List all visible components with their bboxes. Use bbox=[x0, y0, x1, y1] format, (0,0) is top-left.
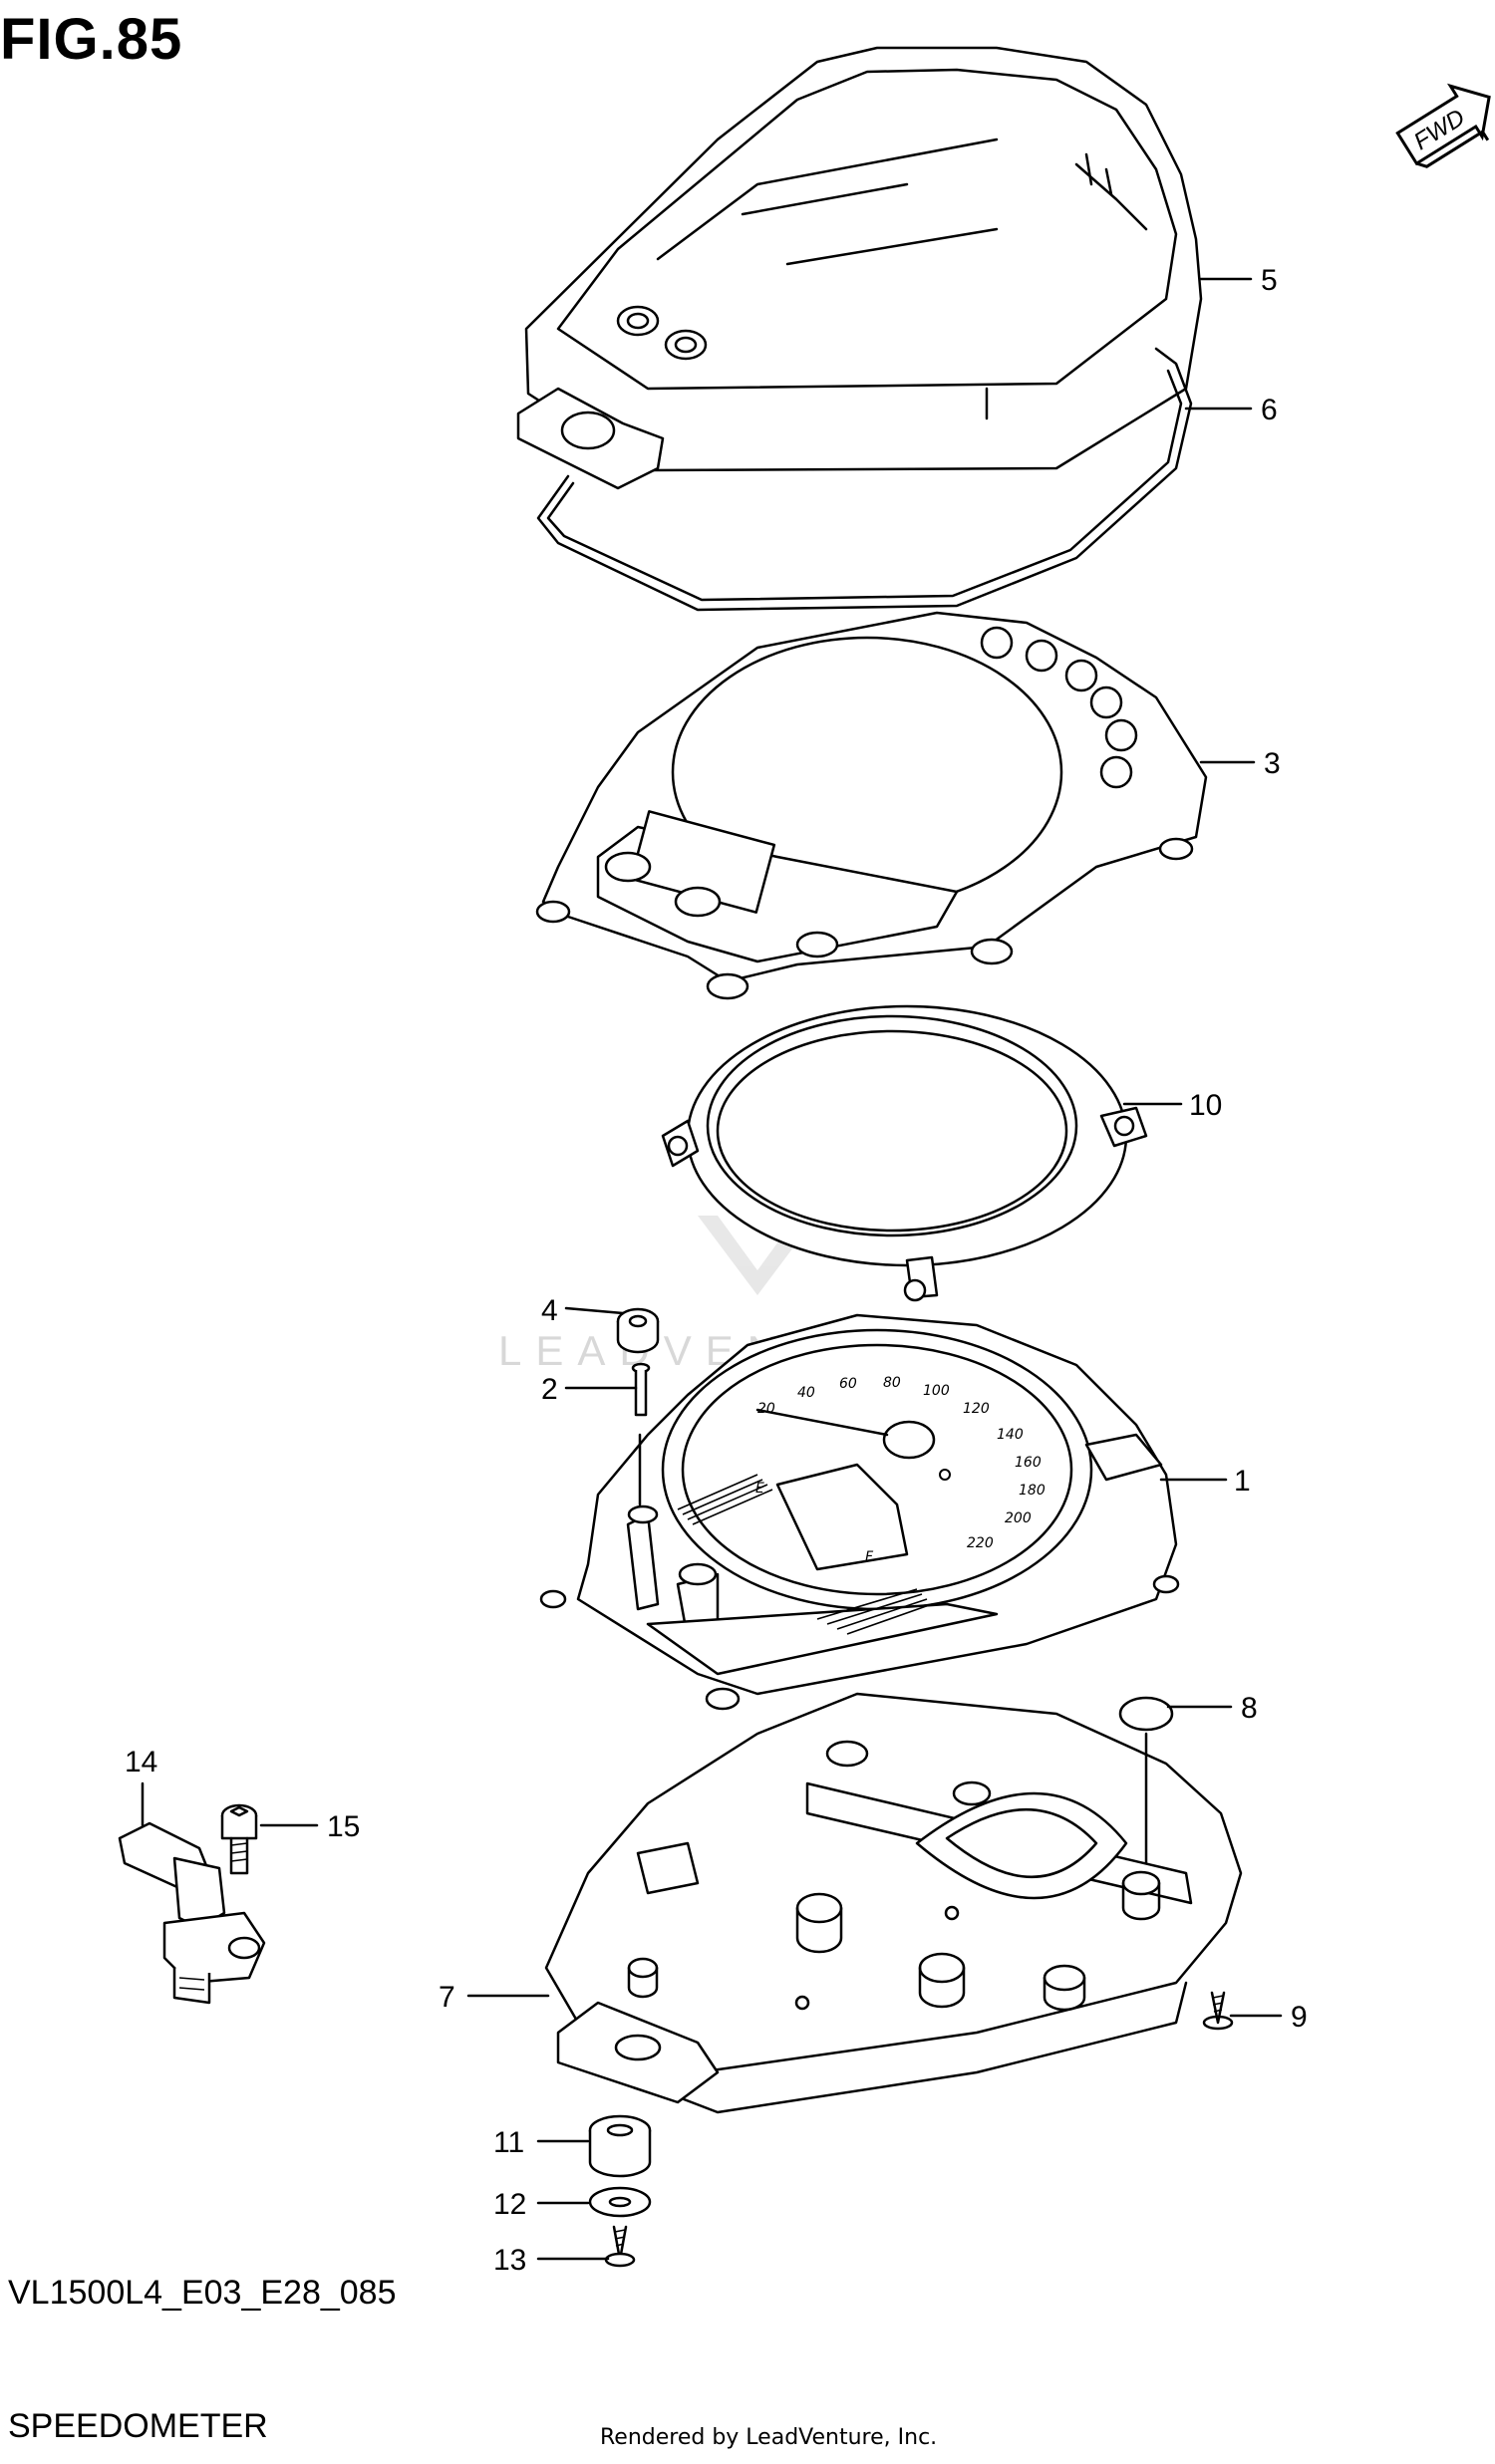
dial-number-180: 180 bbox=[1019, 1483, 1046, 1499]
part-12-washer bbox=[588, 2186, 652, 2218]
callout-13: 13 bbox=[493, 2244, 526, 2277]
fwd-arrow-icon: FWD bbox=[1395, 83, 1491, 168]
assembly-name: SPEEDOMETER bbox=[8, 2407, 268, 2445]
callout-4: 4 bbox=[541, 1294, 558, 1327]
callout-8: 8 bbox=[1241, 1692, 1258, 1725]
callout-1: 1 bbox=[1234, 1465, 1251, 1498]
callout-labels: 5 6 3 10 4 2 1 8 7 9 11 12 13 14 15 bbox=[125, 264, 1308, 2277]
callout-12: 12 bbox=[493, 2188, 526, 2221]
callout-11: 11 bbox=[493, 2126, 524, 2159]
part-6-gasket bbox=[536, 347, 1193, 612]
render-credit: Rendered by LeadVenture, Inc. bbox=[600, 2425, 938, 2450]
dial-number-160: 160 bbox=[1015, 1455, 1042, 1471]
part-14-speed-sensor bbox=[118, 1821, 266, 2005]
callout-6: 6 bbox=[1261, 394, 1278, 426]
part-7-lower-case bbox=[544, 1692, 1243, 2114]
part-8-cap bbox=[1118, 1696, 1174, 1732]
part-11-rubber-mount bbox=[588, 2114, 652, 2178]
part-3-bezel-frame bbox=[535, 611, 1208, 1000]
leader-lines bbox=[141, 277, 1283, 2261]
dial-number-60: 60 bbox=[839, 1376, 857, 1392]
callout-15: 15 bbox=[327, 1810, 360, 1843]
dial-number-120: 120 bbox=[963, 1401, 990, 1417]
callout-7: 7 bbox=[439, 1981, 455, 2014]
callout-10: 10 bbox=[1189, 1089, 1222, 1122]
callout-3: 3 bbox=[1264, 747, 1281, 780]
callout-9: 9 bbox=[1291, 2001, 1308, 2034]
dial-number-80: 80 bbox=[883, 1375, 901, 1391]
dial-mark-empty: E bbox=[755, 1481, 764, 1497]
dial-mark-full: F bbox=[865, 1549, 874, 1565]
part-1-speedometer-assembly: 20 40 60 80 100 120 140 160 180 200 220 … bbox=[539, 1313, 1180, 1711]
part-5-upper-cover bbox=[516, 46, 1203, 490]
part-4-grommet bbox=[616, 1307, 660, 1354]
dial-number-200: 200 bbox=[1005, 1510, 1032, 1526]
part-10-ring bbox=[661, 1004, 1148, 1302]
dial-number-220: 220 bbox=[967, 1535, 994, 1551]
callout-5: 5 bbox=[1261, 264, 1278, 297]
model-code: VL1500L4_E03_E28_085 bbox=[8, 2274, 397, 2312]
callout-2: 2 bbox=[541, 1373, 558, 1406]
dial-number-100: 100 bbox=[923, 1383, 950, 1399]
dial-number-140: 140 bbox=[997, 1427, 1024, 1443]
part-15-bolt bbox=[220, 1803, 258, 1875]
dial-number-40: 40 bbox=[797, 1385, 815, 1401]
part-9-screw bbox=[1202, 1991, 1234, 2031]
part-13-screw bbox=[604, 2225, 636, 2268]
part-2-pin bbox=[631, 1362, 651, 1417]
figure-title: FIG.85 bbox=[0, 7, 183, 72]
dial-number-20: 20 bbox=[757, 1401, 775, 1417]
callout-14: 14 bbox=[125, 1746, 157, 1779]
